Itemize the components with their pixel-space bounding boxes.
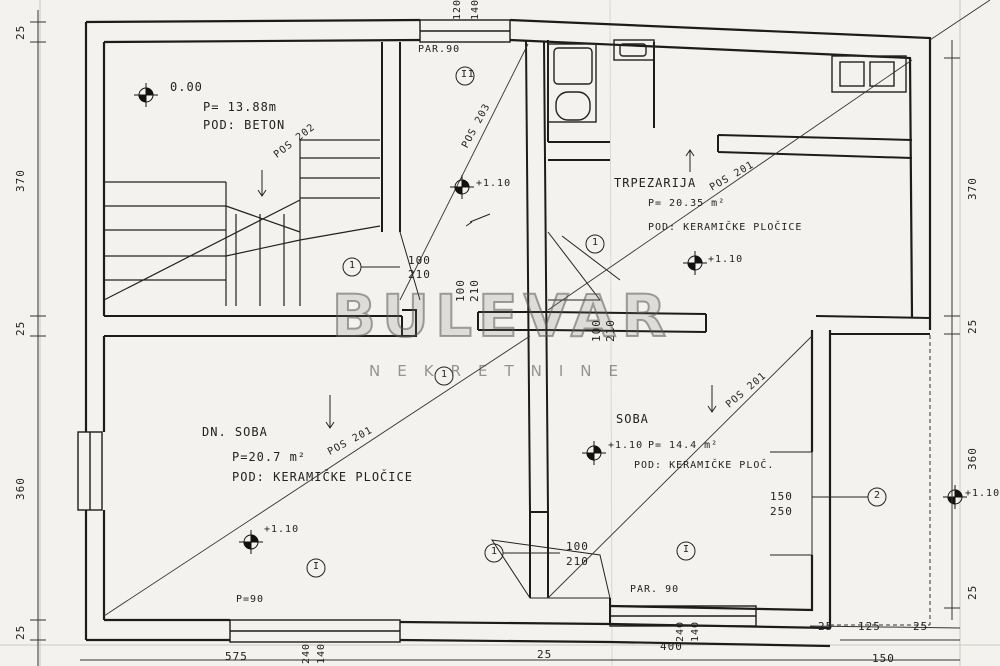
door3-mark: 1 bbox=[441, 369, 449, 380]
level-marker-room bbox=[582, 441, 606, 465]
room-area-label: P= 14.4 m² bbox=[648, 440, 719, 451]
kitchen-fixtures bbox=[547, 39, 907, 123]
door6-top: 150 bbox=[770, 490, 793, 503]
hall-window-dim-b: 140 bbox=[470, 0, 481, 20]
living-name: DN. SOBA bbox=[202, 425, 268, 439]
dining-area-label: P= 20.35 m² bbox=[648, 198, 726, 209]
dim-bottom-6: 25 bbox=[913, 620, 929, 633]
stair-floor-label: POD: BETON bbox=[203, 118, 286, 132]
mark-circles bbox=[306, 66, 887, 578]
room-window-label: PAR. 90 bbox=[630, 584, 680, 595]
door4-top: 100 bbox=[566, 540, 589, 553]
stair-area-label: P= 13.88m bbox=[203, 100, 278, 114]
window-dim-right-b: 140 bbox=[690, 620, 701, 642]
door2-mark: 1 bbox=[592, 237, 600, 248]
dim-left-1: 25 bbox=[14, 24, 27, 40]
level-marker-hall bbox=[450, 175, 474, 199]
room-name: SOBA bbox=[616, 412, 649, 426]
room-diagonals bbox=[103, 0, 991, 617]
dining-level-label: +1.10 bbox=[708, 254, 744, 265]
watermark-subtitle: NEKRETNINE bbox=[369, 362, 635, 380]
stair-level-label: 0.00 bbox=[170, 80, 203, 94]
section-arrows bbox=[257, 149, 717, 429]
window-dim-left-b: 140 bbox=[316, 642, 327, 664]
outside-level-label: +1.10 bbox=[965, 488, 1000, 499]
door4-bottom: 210 bbox=[566, 555, 589, 568]
dining-floor-label: POD: KERAMIČKE PLOČICE bbox=[648, 222, 803, 233]
dim-left-3: 25 bbox=[14, 320, 27, 336]
door6-bottom: 250 bbox=[770, 505, 793, 518]
watermark-title: BULEVAR bbox=[331, 281, 673, 351]
level-marker-living bbox=[239, 530, 263, 554]
hall-window-dim-a: 120 bbox=[452, 0, 463, 20]
living-level-label: +1.10 bbox=[264, 524, 300, 535]
window-dim-left-a: 240 bbox=[301, 642, 312, 664]
level-markers bbox=[134, 83, 967, 554]
dim-bottom-1: 575 bbox=[225, 650, 248, 663]
window-mark-room: I bbox=[683, 544, 691, 555]
level-marker-stair bbox=[134, 83, 158, 107]
dim-bottom-2: 25 bbox=[537, 648, 553, 661]
door1-bottom: 210 bbox=[408, 268, 431, 281]
dim-bottom-3: 400 bbox=[660, 640, 683, 653]
hall-level-label: +1.10 bbox=[476, 178, 512, 189]
door-swings bbox=[399, 231, 813, 599]
door1-top: 100 bbox=[408, 254, 431, 267]
dim-left-2: 370 bbox=[14, 169, 27, 192]
level-marker-outside bbox=[943, 485, 967, 509]
dim-right-1: 370 bbox=[966, 177, 979, 200]
door3-top: 100 bbox=[454, 279, 467, 302]
dim-right-3: 360 bbox=[966, 447, 979, 470]
dim-bottom-4: 25 bbox=[818, 620, 834, 633]
dim-left-4: 360 bbox=[14, 477, 27, 500]
windows bbox=[77, 19, 757, 643]
dim-bottom-7: 150 bbox=[872, 652, 895, 665]
hall-door-mark: II bbox=[461, 69, 476, 80]
living-floor-label: POD: KERAMIČKE PLOČICE bbox=[232, 470, 413, 484]
door6-mark: 2 bbox=[874, 490, 882, 501]
dim-right-2: 25 bbox=[966, 318, 979, 334]
window-dim-right-a: 240 bbox=[675, 620, 686, 642]
hall-window-label: PAR.90 bbox=[418, 44, 461, 55]
door2-top: 100 bbox=[590, 319, 603, 342]
room-floor-label: POD: KERAMIČKE PLOČ. bbox=[634, 460, 775, 471]
door4-mark: 1 bbox=[491, 546, 499, 557]
stairs bbox=[103, 139, 381, 306]
dim-right-4: 25 bbox=[966, 584, 979, 600]
dimension-lines bbox=[30, 10, 961, 666]
door2-bottom: 210 bbox=[604, 319, 617, 342]
door1-mark: 1 bbox=[349, 260, 357, 271]
living-window-label: P=90 bbox=[236, 594, 265, 605]
dim-left-5: 25 bbox=[14, 624, 27, 640]
dim-bottom-5: 125 bbox=[858, 620, 881, 633]
dining-name: TRPEZARIJA bbox=[614, 176, 697, 190]
interior-walls bbox=[104, 39, 931, 624]
living-area-label: P=20.7 m² bbox=[232, 450, 307, 464]
window-mark-living: I bbox=[313, 561, 321, 572]
room-level-label: +1.10 bbox=[608, 440, 644, 451]
level-marker-dining bbox=[683, 251, 707, 275]
door3-bottom: 210 bbox=[468, 279, 481, 302]
